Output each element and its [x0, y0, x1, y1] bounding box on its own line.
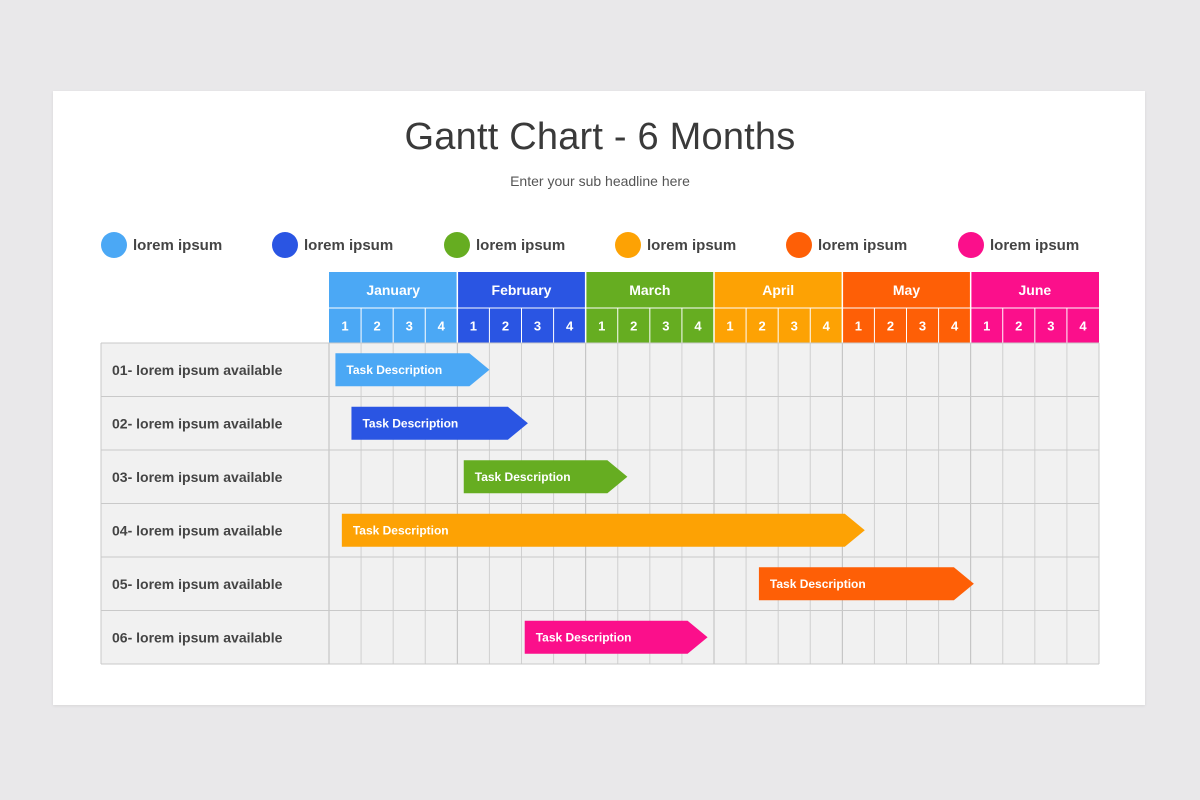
month-label: June [1018, 282, 1051, 298]
row-label: 05- lorem ipsum available [112, 576, 283, 592]
week-header [425, 308, 458, 343]
week-header [553, 308, 586, 343]
week-label: 2 [630, 319, 637, 334]
week-label: 4 [1079, 319, 1087, 334]
legend-dot [958, 232, 984, 258]
week-label: 3 [919, 319, 926, 334]
row-label: 06- lorem ipsum available [112, 629, 283, 645]
week-label: 1 [598, 319, 605, 334]
week-header [746, 308, 779, 343]
row-label: 01- lorem ipsum available [112, 362, 283, 378]
week-header [810, 308, 843, 343]
week-label: 1 [855, 319, 862, 334]
week-label: 1 [470, 319, 477, 334]
legend-item: lorem ipsum [958, 231, 1079, 259]
week-header [906, 308, 939, 343]
week-header [1034, 308, 1067, 343]
week-header [1066, 308, 1099, 343]
week-header [1002, 308, 1035, 343]
week-label: 3 [406, 319, 413, 334]
week-header [714, 308, 747, 343]
task-bar [351, 406, 528, 440]
week-header [649, 308, 682, 343]
legend-label: lorem ipsum [818, 236, 908, 254]
legend-label: lorem ipsum [304, 236, 394, 254]
month-label: March [629, 282, 670, 298]
row-label: 02- lorem ipsum available [112, 415, 283, 431]
week-header [617, 308, 650, 343]
month-header [970, 272, 1099, 308]
week-label: 4 [823, 319, 831, 334]
week-label: 4 [694, 319, 702, 334]
task-label: Task Description [475, 470, 571, 484]
week-header [842, 308, 875, 343]
legend-label: lorem ipsum [133, 236, 223, 254]
task-bar [758, 567, 974, 601]
week-label: 1 [726, 319, 733, 334]
month-header [329, 272, 458, 308]
week-header [329, 308, 362, 343]
legend-item: lorem ipsum [615, 231, 736, 259]
week-label: 2 [1015, 319, 1022, 334]
week-label: 3 [1047, 319, 1054, 334]
task-label: Task Description [353, 523, 449, 537]
week-label: 4 [438, 319, 446, 334]
week-header [874, 308, 907, 343]
week-label: 3 [662, 319, 669, 334]
month-label: May [893, 282, 920, 298]
legend-item: lorem ipsum [444, 231, 565, 259]
month-header [714, 272, 843, 308]
task-bar [335, 353, 490, 387]
row-label: 04- lorem ipsum available [112, 522, 283, 538]
page-subtitle: Enter your sub headline here [510, 173, 690, 189]
month-header [585, 272, 714, 308]
task-bar [524, 620, 708, 654]
legend-dot [272, 232, 298, 258]
month-label: February [492, 282, 552, 298]
week-label: 2 [759, 319, 766, 334]
week-header [585, 308, 618, 343]
week-header [521, 308, 554, 343]
week-label: 2 [374, 319, 381, 334]
week-label: 3 [791, 319, 798, 334]
week-label: 4 [566, 319, 574, 334]
week-header [457, 308, 490, 343]
week-header [970, 308, 1003, 343]
week-header [489, 308, 522, 343]
legend-dot [615, 232, 641, 258]
month-label: January [366, 282, 420, 298]
month-label: April [762, 282, 794, 298]
week-label: 3 [534, 319, 541, 334]
week-header [681, 308, 714, 343]
task-label: Task Description [346, 363, 442, 377]
week-label: 1 [341, 319, 348, 334]
week-label: 1 [983, 319, 990, 334]
month-header [842, 272, 971, 308]
legend-label: lorem ipsum [647, 236, 737, 254]
week-header [938, 308, 971, 343]
task-bar [341, 513, 865, 547]
legend-label: lorem ipsum [990, 236, 1080, 254]
week-label: 2 [502, 319, 509, 334]
legend-dot [786, 232, 812, 258]
task-label: Task Description [536, 630, 632, 644]
month-header [457, 272, 586, 308]
legend-dot [101, 232, 127, 258]
task-label: Task Description [362, 416, 458, 430]
legend-item: lorem ipsum [101, 231, 222, 259]
legend-item: lorem ipsum [272, 231, 393, 259]
week-header [361, 308, 394, 343]
task-label: Task Description [770, 577, 866, 591]
legend-item: lorem ipsum [786, 231, 907, 259]
legend-dot [444, 232, 470, 258]
week-label: 4 [951, 319, 959, 334]
task-bar [463, 460, 628, 494]
week-label: 2 [887, 319, 894, 334]
week-header [393, 308, 426, 343]
week-header [778, 308, 811, 343]
row-label: 03- lorem ipsum available [112, 469, 283, 485]
page-title: Gantt Chart - 6 Months [404, 116, 796, 158]
legend-label: lorem ipsum [476, 236, 566, 254]
